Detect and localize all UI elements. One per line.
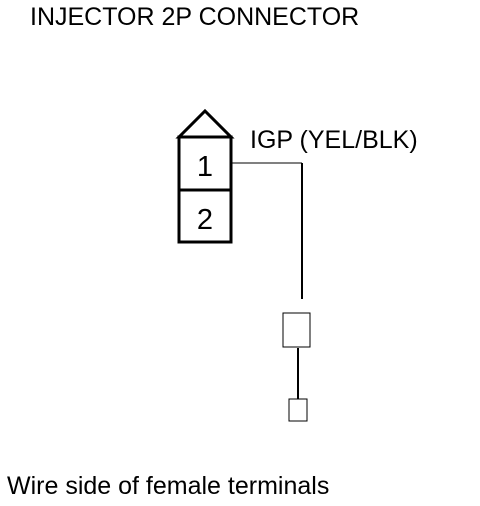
diagram-title: INJECTOR 2P CONNECTOR xyxy=(30,3,360,31)
terminal-box-large xyxy=(282,312,311,348)
pin-2-label: 2 xyxy=(197,204,213,236)
wire-path xyxy=(231,162,311,422)
terminal-box-small xyxy=(288,398,308,422)
pin-1-label: 1 xyxy=(197,151,213,183)
diagram-caption: Wire side of female terminals xyxy=(7,472,330,500)
connector-body: 1 2 xyxy=(175,108,235,244)
connector-latch xyxy=(175,108,235,139)
wire-label: IGP (YEL/BLK) xyxy=(250,126,418,154)
